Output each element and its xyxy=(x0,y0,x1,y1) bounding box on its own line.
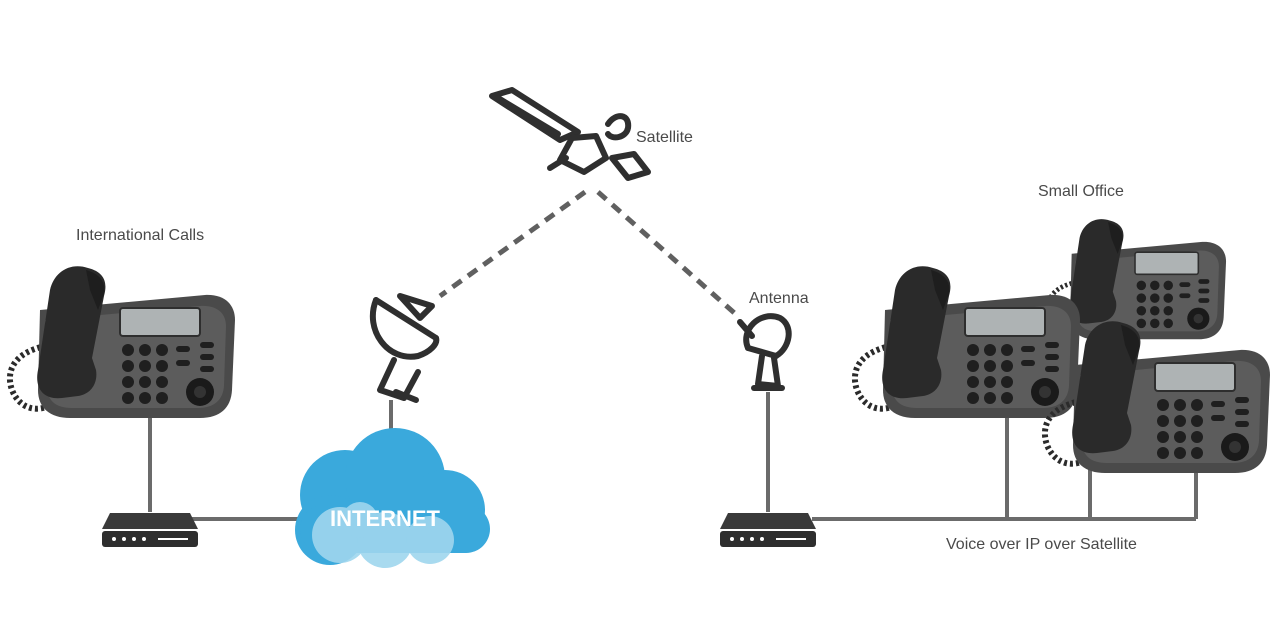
dish-icon xyxy=(369,293,440,403)
cloud-icon: INTERNET xyxy=(295,428,490,568)
small-office-label: Small Office xyxy=(1038,183,1124,200)
antenna-icon xyxy=(737,313,792,391)
router-icon xyxy=(102,513,198,547)
satellite-links xyxy=(438,189,742,320)
internet-label: INTERNET xyxy=(330,506,441,531)
desk-phone-icon xyxy=(855,266,1080,418)
satellite-label: Satellite xyxy=(636,129,693,146)
router-icon xyxy=(720,513,816,547)
antenna-label: Antenna xyxy=(749,290,809,307)
voip-label: Voice over IP over Satellite xyxy=(946,536,1137,553)
international-calls-label: International Calls xyxy=(76,227,204,244)
desk-phone-icon xyxy=(10,266,235,418)
satellite-icon xyxy=(489,87,651,181)
